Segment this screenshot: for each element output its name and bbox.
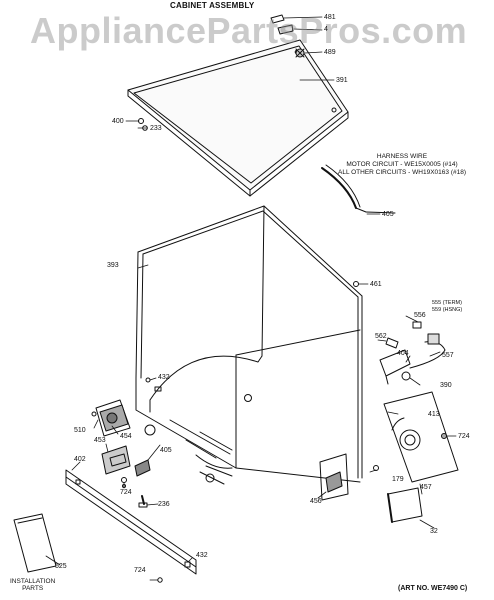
- clip-405-mid-part: [134, 459, 151, 477]
- part-label-724-left[interactable]: 724: [120, 489, 132, 496]
- idler-510-part: [91, 399, 131, 437]
- fastener-489-part: [295, 48, 305, 58]
- part-label-461[interactable]: 461: [370, 281, 382, 288]
- installation-line-2: PARTS: [22, 585, 44, 592]
- part-label-724-bottom[interactable]: 724: [134, 567, 146, 574]
- pad-457-part: [387, 487, 423, 523]
- fastener-400-part: [138, 118, 148, 131]
- base-strip-402-part: [65, 469, 197, 575]
- harness-line-1: HARNESS WIRE: [376, 153, 428, 160]
- part-label-456[interactable]: 456: [310, 498, 322, 505]
- part-label-391[interactable]: 391: [336, 77, 348, 84]
- part-label-481[interactable]: 481: [324, 14, 336, 21]
- part-label-557[interactable]: 557: [442, 352, 454, 359]
- screw-724-bottom-part: [157, 577, 163, 583]
- bracket-453-part: [101, 445, 131, 475]
- part-label-393[interactable]: 393: [107, 262, 119, 269]
- harness-wire-part: [321, 164, 396, 214]
- cabinet-body-part: [135, 205, 363, 485]
- control-bracket-part: [379, 349, 411, 385]
- part-label-413[interactable]: 413: [428, 411, 440, 418]
- part-label-454[interactable]: 454: [120, 433, 132, 440]
- part-label-489[interactable]: 489: [324, 49, 336, 56]
- screw-461-part: [353, 281, 359, 287]
- clip-432-mid-part: [145, 377, 151, 383]
- installation-parts-caption: INSTALLATION PARTS: [10, 578, 55, 592]
- foot-236-part: [138, 495, 148, 508]
- harness-wire-note: HARNESS WIRE MOTOR CIRCUIT - WE15X0005 (…: [338, 153, 466, 177]
- watermark-text: AppliancePartsPros.com: [30, 10, 468, 51]
- diagram-title: CABINET ASSEMBLY: [170, 1, 255, 10]
- part-label-233[interactable]: 233: [150, 125, 162, 132]
- part-label-559[interactable]: 559 (HSNG): [432, 307, 463, 313]
- part-label-405-top[interactable]: 405: [382, 211, 394, 218]
- top-panel-part: [127, 39, 349, 197]
- part-label-525[interactable]: 525: [55, 563, 67, 570]
- leader-lines: [45, 16, 457, 581]
- part-label-405-mid[interactable]: 405: [160, 447, 172, 454]
- harness-line-3: ALL OTHER CIRCUITS - WH19X0163 (#18): [338, 169, 466, 176]
- part-label-404[interactable]: 404: [397, 350, 409, 357]
- connector-562-part: [385, 337, 399, 349]
- part-label-457[interactable]: 457: [420, 484, 432, 491]
- bracket-456-part: [319, 453, 349, 501]
- clip-4-part: [277, 24, 294, 35]
- part-label-390[interactable]: 390: [440, 382, 452, 389]
- part-label-32[interactable]: 32: [430, 528, 438, 535]
- part-label-402[interactable]: 402: [74, 456, 86, 463]
- part-label-453[interactable]: 453: [94, 437, 106, 444]
- screw-724-right-part: [441, 433, 447, 439]
- part-label-556[interactable]: 556: [414, 312, 426, 319]
- part-label-432-bottom[interactable]: 432: [196, 552, 208, 559]
- part-label-400[interactable]: 400: [112, 118, 124, 125]
- part-label-179[interactable]: 179: [392, 476, 404, 483]
- screw-179-part: [373, 465, 379, 471]
- wire-harness-557-part: [409, 333, 446, 369]
- part-label-510[interactable]: 510: [74, 427, 86, 434]
- part-label-562[interactable]: 562: [375, 333, 387, 340]
- part-label-724-right[interactable]: 724: [458, 433, 470, 440]
- part-label-4[interactable]: 4: [324, 26, 328, 33]
- envelope-525-part: [13, 513, 57, 573]
- part-label-432-mid[interactable]: 432: [158, 374, 170, 381]
- installation-line-1: INSTALLATION: [10, 578, 56, 585]
- part-label-236[interactable]: 236: [158, 501, 170, 508]
- clip-481-part: [270, 14, 285, 24]
- terminal-556-part: [412, 321, 422, 329]
- art-number: (ART NO. WE7490 C): [398, 585, 468, 592]
- harness-line-2: MOTOR CIRCUIT - WE15X0005 (#14): [346, 161, 458, 168]
- part-label-555[interactable]: 555 (TERM): [432, 300, 462, 306]
- panel-413-part: [383, 391, 459, 483]
